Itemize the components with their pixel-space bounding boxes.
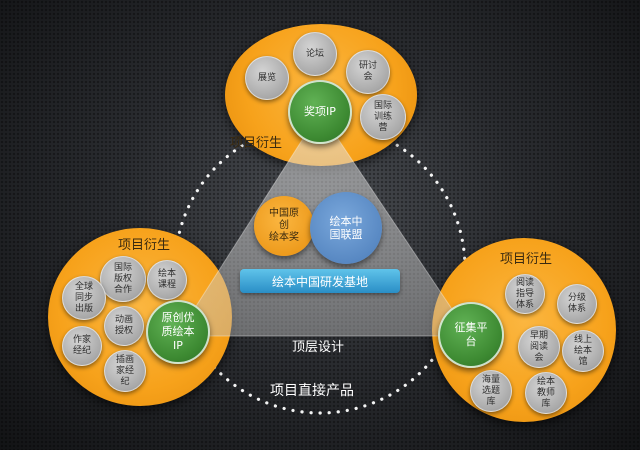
- center-alliance-circle: 绘本中 国联盟: [310, 192, 382, 264]
- direct-product-label: 项目直接产品: [270, 383, 354, 399]
- left-item-course: 绘本 课程: [147, 260, 187, 300]
- left-hub-original-ip: 原创优 质绘本 IP: [146, 300, 210, 364]
- left-item-copyright: 国际 版权 合作: [100, 256, 146, 302]
- left-item-animation: 动画 授权: [104, 306, 144, 346]
- top-item-seminar: 研讨 会: [346, 50, 390, 94]
- research-base-bar: 绘本中国研发基地: [240, 269, 400, 293]
- left-item-author-agency: 作家 经纪: [62, 326, 102, 366]
- top-item-training-camp: 国际 训练 营: [360, 94, 406, 140]
- top-item-forum: 论坛: [293, 32, 337, 76]
- left-item-illustrator-agency: 插画 家经 纪: [104, 350, 146, 392]
- right-item-reading-guide: 阅读 指导 体系: [505, 274, 545, 314]
- top-section-label: 项目衍生: [230, 136, 283, 151]
- right-section-label: 项目衍生: [500, 252, 553, 267]
- right-hub-collection-platform: 征集平 台: [438, 302, 504, 368]
- top-design-label: 顶层设计: [292, 340, 345, 355]
- top-item-exhibition: 展览: [245, 56, 289, 100]
- left-item-global-publishing: 全球 同步 出版: [62, 276, 106, 320]
- left-section-label: 项目衍生: [118, 238, 171, 253]
- right-item-online-library: 线上 绘本 馆: [562, 330, 604, 372]
- top-hub-award-ip: 奖项IP: [288, 80, 352, 144]
- right-item-topic-library: 海量 选题 库: [470, 370, 512, 412]
- center-award-circle: 中国原 创 绘本奖: [254, 196, 314, 256]
- right-item-teacher-library: 绘本 教师 库: [525, 372, 567, 414]
- right-item-grading: 分级 体系: [557, 284, 597, 324]
- right-item-early-reading: 早期 阅读 会: [518, 326, 560, 368]
